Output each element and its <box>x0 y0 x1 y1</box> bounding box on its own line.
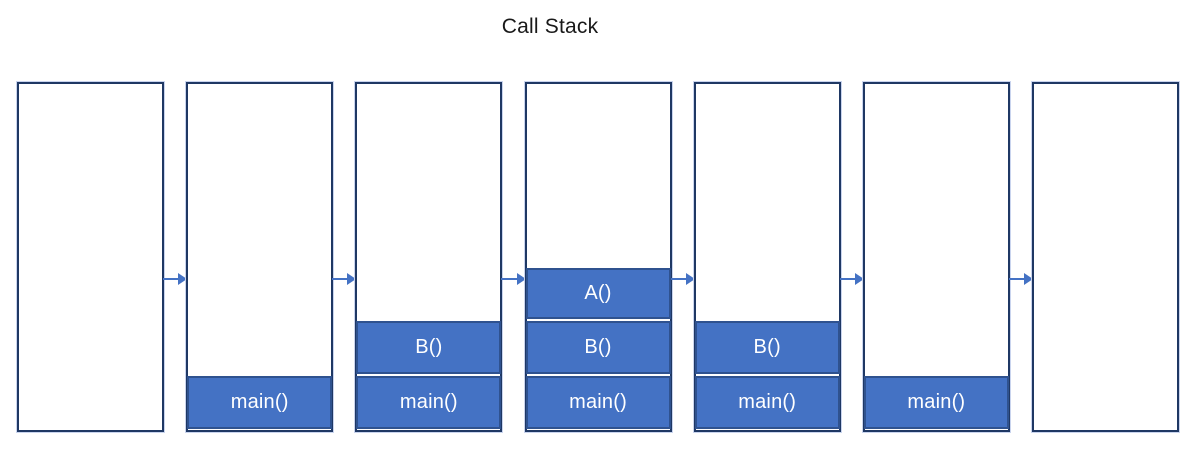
arrow-line <box>163 278 181 280</box>
arrowhead-icon <box>854 273 864 285</box>
arrowhead-icon <box>178 273 188 285</box>
stack-frame: B() <box>694 321 840 374</box>
flow-arrow <box>163 82 188 432</box>
flow-arrow <box>1008 82 1034 432</box>
arrowhead-icon <box>347 273 357 285</box>
stack-container-6: main() <box>862 82 1010 432</box>
stack-frame: main() <box>187 376 333 429</box>
stack-container-4: A()B()main() <box>524 82 672 432</box>
stacks-row: main()B()main()A()B()main()B()main()main… <box>17 82 1180 432</box>
flow-arrow <box>332 82 357 432</box>
stack-container-7 <box>1032 82 1180 432</box>
stack-frame: A() <box>525 268 671 319</box>
stack-container-1 <box>17 82 164 432</box>
stack-frame: main() <box>863 376 1009 429</box>
diagram-title: Call Stack <box>501 15 599 38</box>
arrow-line <box>332 278 350 280</box>
arrow-line <box>670 278 688 280</box>
arrowhead-icon <box>685 273 695 285</box>
arrow-line <box>839 278 857 280</box>
stack-frame: main() <box>694 376 840 429</box>
stack-container-2: main() <box>186 82 334 432</box>
flow-arrow <box>839 82 864 432</box>
flow-arrow <box>501 82 526 432</box>
stack-frame: main() <box>356 376 502 429</box>
stack-container-3: B()main() <box>355 82 503 432</box>
stack-container-5: B()main() <box>693 82 841 432</box>
arrowhead-icon <box>516 273 526 285</box>
arrow-line <box>501 278 519 280</box>
stack-frame: B() <box>356 321 502 374</box>
arrowhead-icon <box>1024 273 1034 285</box>
stack-frame: B() <box>525 321 671 374</box>
arrow-line <box>1008 278 1027 280</box>
flow-arrow <box>670 82 695 432</box>
stack-frame: main() <box>525 376 671 429</box>
